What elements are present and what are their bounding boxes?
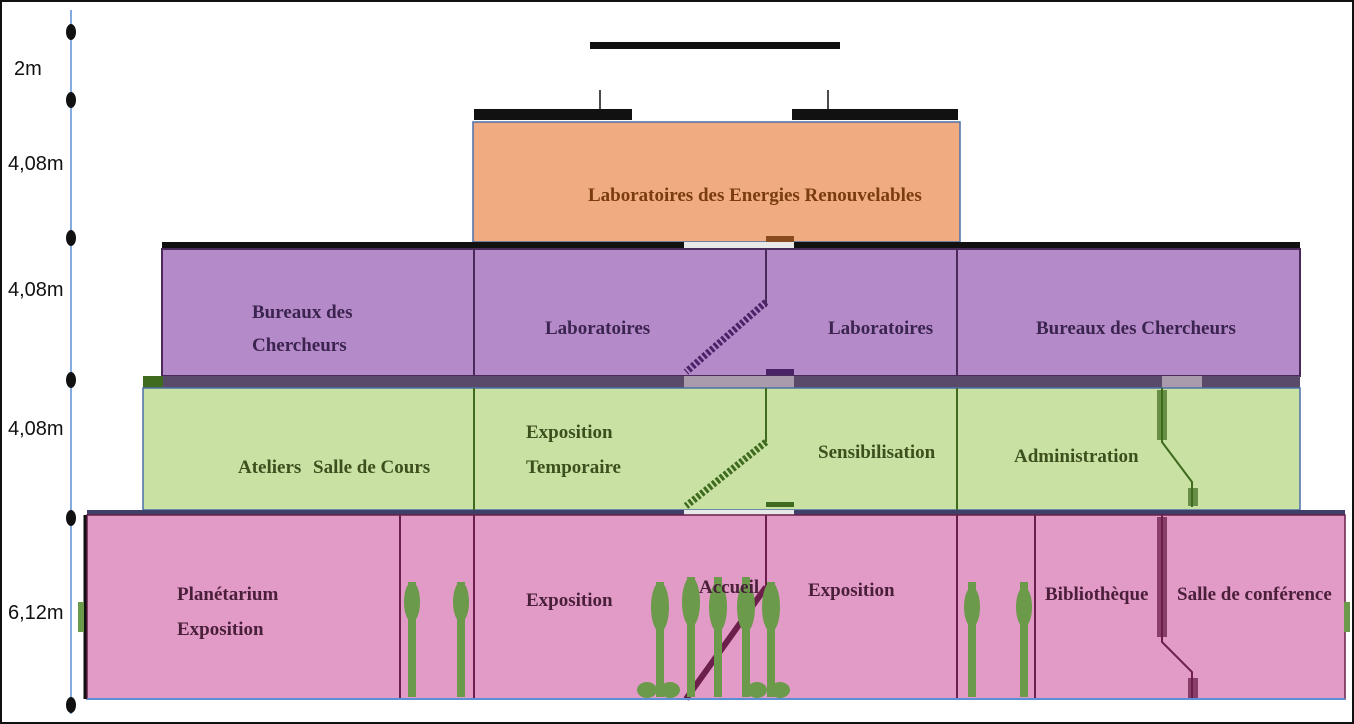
tree-icon — [651, 582, 669, 632]
level-marker — [66, 24, 76, 40]
room-laboratoires-right: Laboratoires — [828, 318, 933, 339]
floor-first — [142, 387, 1301, 511]
tree-icon — [767, 582, 775, 697]
stair-landing — [766, 502, 794, 507]
tree-icon — [682, 577, 700, 627]
room-bibliotheque: Bibliothèque — [1045, 584, 1148, 605]
room-exposition-left: Exposition — [526, 590, 613, 611]
floor-top — [472, 121, 961, 243]
slab-opening — [684, 242, 794, 249]
tree-icon — [737, 582, 755, 632]
room-exposition-temporaire-line1: Exposition — [526, 422, 613, 443]
tree-icon — [408, 582, 416, 697]
dimension-level-0: 6,12m — [8, 602, 64, 624]
roof-slab-left — [474, 109, 632, 120]
shrub-icon — [78, 602, 84, 632]
room-laboratoires-left: Laboratoires — [545, 318, 650, 339]
room-lab-energies: Laboratoires des Energies Renouvelables — [588, 185, 922, 206]
dimension-level-1: 4,08m — [8, 418, 64, 440]
tree-icon — [762, 582, 780, 632]
slab-opening — [684, 376, 794, 388]
room-ateliers: Ateliers — [238, 457, 301, 478]
tree-icon — [968, 582, 976, 697]
room-accueil: Accueil — [699, 577, 759, 598]
shrub-icon — [1344, 602, 1350, 632]
slab-edge — [143, 376, 163, 388]
level-marker — [66, 697, 76, 713]
room-administration: Administration — [1014, 446, 1139, 467]
room-bureaux-line1: Bureaux des — [252, 302, 352, 323]
level-marker — [66, 230, 76, 246]
tree-icon — [453, 582, 469, 622]
tree-icon — [404, 582, 420, 622]
room-exposition-temporaire-line2: Temporaire — [526, 457, 621, 478]
roof-slab-right — [792, 109, 958, 120]
room-planetarium: Planétarium — [177, 584, 278, 605]
roof-canopy — [590, 42, 840, 49]
floor-second — [161, 248, 1301, 377]
stair-steps — [1157, 517, 1167, 637]
dimension-level-3: 4,08m — [8, 153, 64, 175]
room-salle-de-conference: Salle de conférence — [1177, 584, 1332, 605]
dimension-roof: 2m — [14, 58, 42, 80]
room-salle-de-cours: Salle de Cours — [313, 457, 430, 478]
tree-icon — [457, 582, 465, 697]
tree-icon — [1020, 582, 1028, 697]
slab-opening — [1162, 376, 1202, 388]
stair-steps — [1188, 488, 1198, 506]
level-marker — [66, 510, 76, 526]
staircase — [683, 299, 769, 375]
level-marker — [66, 92, 76, 108]
room-exposition-right: Exposition — [808, 580, 895, 601]
shrub-icon — [660, 682, 680, 698]
slab-opening — [684, 510, 794, 515]
dimension-level-2: 4,08m — [8, 279, 64, 301]
stair-landing — [766, 369, 794, 375]
tree-icon — [742, 577, 750, 697]
shrub-icon — [770, 682, 790, 698]
stair-steps — [1157, 390, 1167, 440]
staircase — [683, 439, 769, 509]
stair-landing — [766, 236, 794, 243]
tree-group — [78, 577, 1350, 698]
tree-icon — [714, 577, 722, 697]
room-sensibilisation: Sensibilisation — [818, 442, 936, 463]
room-bureaux-chercheurs: Bureaux des Chercheurs — [1036, 318, 1236, 339]
shrub-icon — [747, 682, 767, 698]
tree-icon — [964, 587, 980, 627]
room-bureaux-line2: Chercheurs — [252, 335, 347, 356]
room-planetarium-exposition: Exposition — [177, 619, 264, 640]
shrub-icon — [637, 682, 657, 698]
tree-icon — [1016, 587, 1032, 627]
tree-icon — [687, 577, 695, 697]
stair-steps — [1188, 678, 1198, 698]
level-marker — [66, 372, 76, 388]
tree-icon — [709, 582, 727, 632]
tree-icon — [656, 582, 664, 697]
